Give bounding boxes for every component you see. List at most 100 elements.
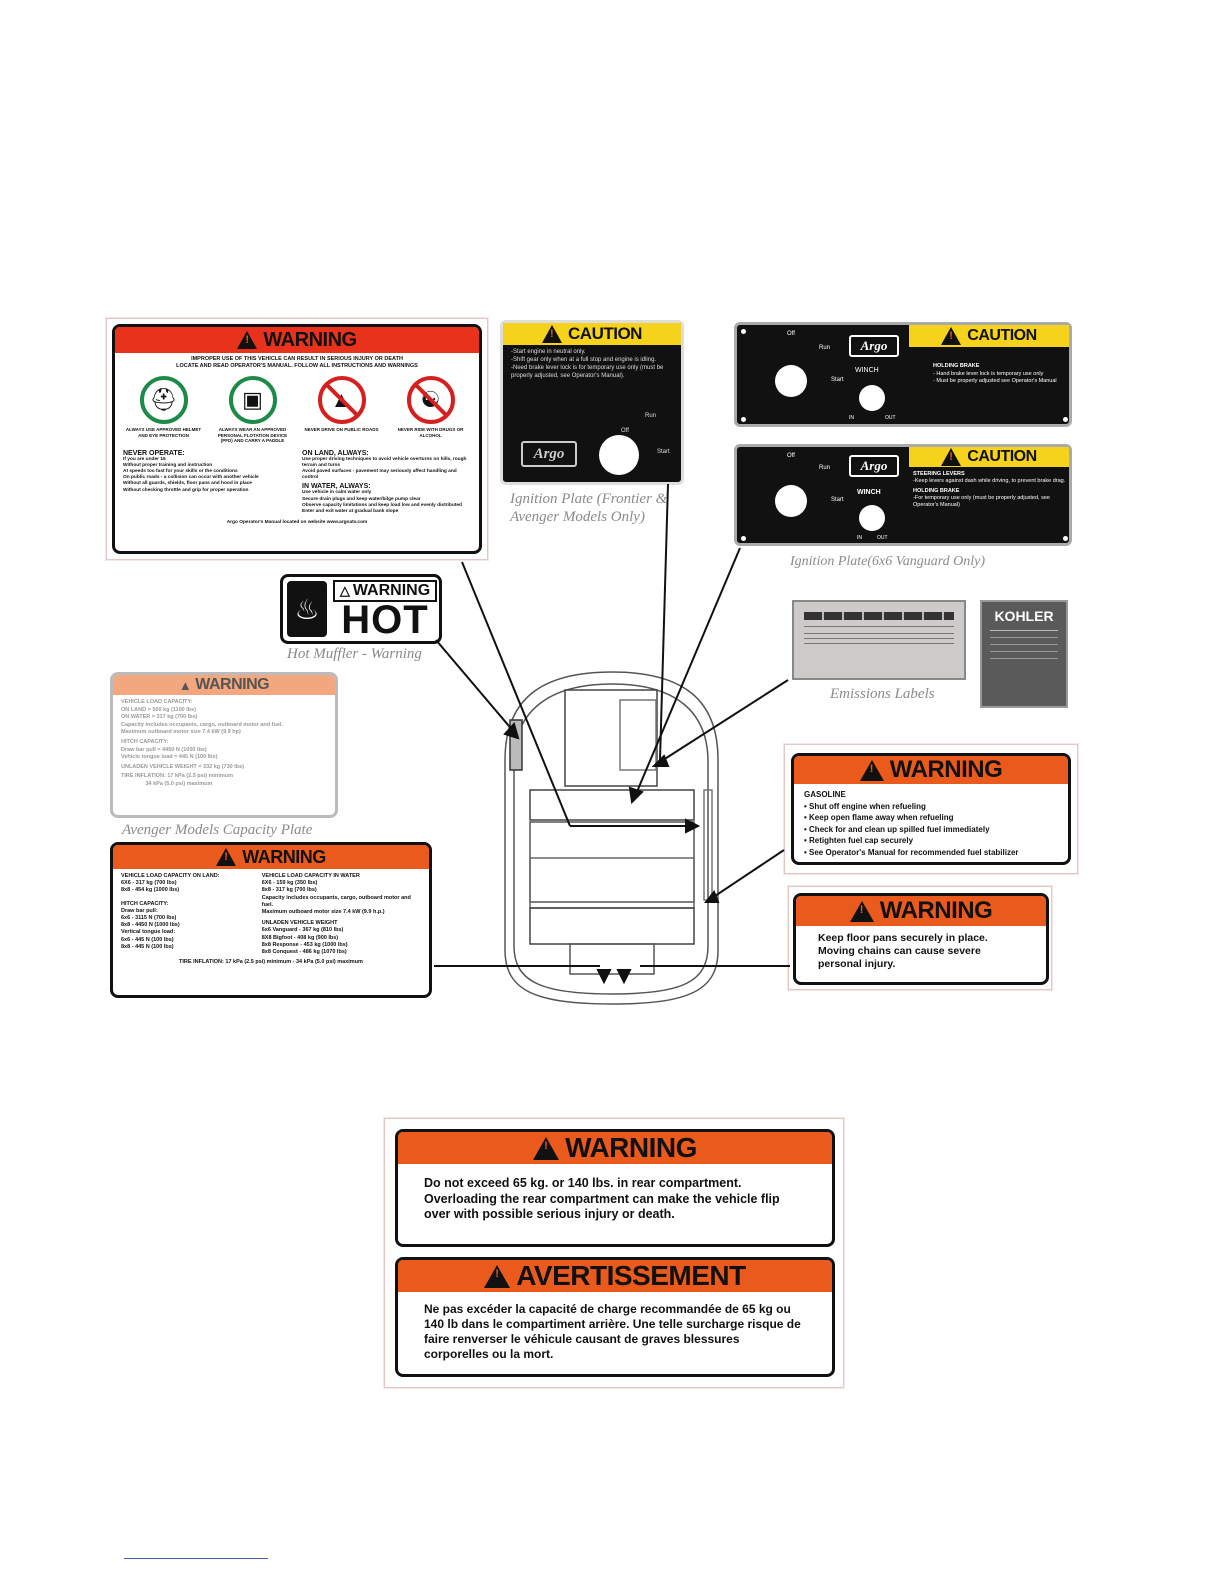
- arrowhead: [685, 818, 701, 834]
- divider: [804, 638, 954, 639]
- arrowhead: [703, 890, 720, 903]
- hot-warning-box: △ WARNING: [333, 580, 437, 602]
- main-warning-subtitle-2: LOCATE AND READ OPERATOR'S MANUAL. FOLLO…: [176, 363, 418, 369]
- caption-avenger: Avenger Models Capacity Plate: [122, 822, 313, 838]
- divider: [804, 633, 954, 634]
- vanguard-plate-2: CAUTION Off Run Start Argo WINCH IN OUT …: [734, 444, 1072, 546]
- divider: [990, 658, 1058, 659]
- caution-text: -Start engine in neutral only. -Shift ge…: [511, 349, 664, 379]
- caution-triangle-icon: [941, 448, 962, 466]
- life-vest-icon: ▣: [228, 376, 277, 424]
- leader-line: [659, 483, 669, 761]
- kohler-logo: KOHLER: [994, 608, 1054, 624]
- leader-line: [461, 561, 571, 827]
- emissions-label-1: [792, 600, 966, 680]
- capacity-columns: VEHICLE LOAD CAPACITY ON LAND: 6X6 - 317…: [113, 869, 429, 956]
- winch-switch: [859, 385, 885, 411]
- avenger-capacity-text: VEHICLE LOAD CAPACITY: ON LAND = 500 kg …: [121, 699, 283, 787]
- start-label: Start: [831, 497, 844, 503]
- hot-surface-icon: ♨: [287, 581, 327, 637]
- caption-vanguard: Ignition Plate(6x6 Vanguard Only): [790, 554, 986, 569]
- argo-logo: Argo: [521, 441, 577, 467]
- divider: [990, 651, 1058, 652]
- rivet: [741, 536, 746, 541]
- warning-triangle-icon: [859, 759, 884, 781]
- rivet: [741, 329, 746, 334]
- warning-triangle-icon: △: [339, 583, 350, 598]
- divider: [990, 630, 1058, 631]
- winch-label: WINCH: [857, 489, 881, 496]
- main-warning-rules: NEVER OPERATE: If you are under 16 Witho…: [115, 444, 479, 516]
- ignition-keyhole: [775, 365, 807, 397]
- vanguard-1-caution-header: CAUTION: [909, 325, 1069, 347]
- in-label: IN: [857, 535, 862, 541]
- main-warning-subtitle-1: IMPROPER USE OF THIS VEHICLE CAN RESULT …: [191, 356, 403, 362]
- never-operate-column: NEVER OPERATE: If you are under 16 Witho…: [123, 449, 259, 493]
- run-label: Run: [819, 465, 831, 471]
- arrowhead: [628, 786, 644, 805]
- hot-text: HOT: [341, 598, 429, 642]
- icon-cell: ▲ NEVER DRIVE ON PUBLIC ROADS: [302, 376, 382, 444]
- vanguard-2-text: STEERING LEVERS -Keep levers against das…: [913, 471, 1066, 508]
- off-label: Off: [787, 453, 795, 459]
- caution-header: CAUTION: [503, 323, 681, 345]
- icon-cell: ⛑ ALWAYS USE APPROVED HELMET AND EYE PRO…: [124, 376, 204, 444]
- rivet: [1063, 417, 1068, 422]
- start-label: Start: [831, 377, 844, 383]
- leader-line: [635, 547, 741, 795]
- rivet: [1063, 536, 1068, 541]
- divider: [804, 643, 954, 644]
- caption-hot: Hot Muffler - Warning: [287, 646, 422, 662]
- front-frame: [529, 789, 695, 821]
- rear-avertissement-text: Ne pas excéder la capacité de charge rec…: [424, 1302, 801, 1361]
- ignition-keyhole: [599, 435, 639, 475]
- rear-compartment: [569, 943, 655, 975]
- leader-line: [711, 849, 785, 899]
- main-warning-footer: Argo Operator's Manual located on websit…: [226, 520, 368, 526]
- floor-area: [529, 821, 695, 903]
- always-column: ON LAND, ALWAYS: Use proper driving tech…: [302, 449, 467, 514]
- seat-area: [529, 857, 695, 909]
- vehicle-inner-outline: [513, 683, 709, 995]
- icon-cell: ☯ NEVER RIDE WITH DRUGS OR ALCOHOL: [391, 376, 471, 444]
- warning-triangle-icon: ▲: [178, 677, 192, 693]
- off-label: Off: [787, 331, 795, 337]
- floor-warning-text: Keep floor pans securely in place. Movin…: [818, 932, 988, 970]
- helmet-icon: ⛑: [139, 376, 188, 424]
- leader-line: [659, 679, 789, 763]
- footnote-rule: [124, 1558, 268, 1559]
- vanguard-1-text: HOLDING BRAKE - Hand brake lever lock is…: [933, 363, 1057, 384]
- arrowhead: [651, 754, 670, 767]
- caption-emissions: Emissions Labels: [830, 686, 935, 702]
- start-label: Start: [657, 449, 670, 455]
- vanguard-2-caution-header: CAUTION: [909, 447, 1069, 467]
- rear-warning-header: WARNING: [398, 1132, 832, 1164]
- gasoline-warning-header: WARNING: [794, 756, 1068, 784]
- rear-avertissement-header: AVERTISSEMENT: [398, 1260, 832, 1292]
- warning-triangle-icon: [237, 331, 258, 349]
- caution-triangle-icon: [542, 325, 563, 343]
- arrowhead: [596, 969, 612, 985]
- main-warning-label: WARNING IMPROPER USE OF THIS VEHICLE CAN…: [106, 318, 488, 560]
- avenger-warning-header: ▲ WARNING: [113, 675, 335, 695]
- argo-logo: Argo: [849, 455, 899, 477]
- out-label: OUT: [877, 535, 888, 541]
- floor-pan-warning-label: WARNING Keep floor pans securely in plac…: [788, 886, 1052, 990]
- no-alcohol-icon: ☯: [406, 376, 455, 424]
- main-warning-icons: ⛑ ALWAYS USE APPROVED HELMET AND EYE PRO…: [115, 376, 479, 444]
- rivet: [741, 417, 746, 422]
- vanguard-plate-1: CAUTION Off Run Start Argo WINCH IN OUT …: [734, 322, 1072, 427]
- vehicle-outline: [504, 671, 719, 1005]
- caution-ignition-plate: CAUTION -Start engine in neutral only. -…: [500, 320, 684, 485]
- icon-cell: ▣ ALWAYS WEAR AN APPROVED PERSONAL FLOTA…: [213, 376, 293, 444]
- divider: [990, 644, 1058, 645]
- hot-muffler-label: ♨ △ WARNING HOT: [280, 574, 442, 644]
- emissions-scale: [804, 612, 954, 620]
- capacity-warning-header: WARNING: [113, 845, 429, 869]
- argo-logo: Argo: [849, 335, 899, 357]
- rear-warning-text: Do not exceed 65 kg. or 140 lbs. in rear…: [424, 1176, 780, 1221]
- no-road-icon: ▲: [317, 376, 366, 424]
- run-label: Run: [645, 413, 657, 419]
- caption-ignition: Ignition Plate (Frontier & Avenger Model…: [510, 491, 668, 525]
